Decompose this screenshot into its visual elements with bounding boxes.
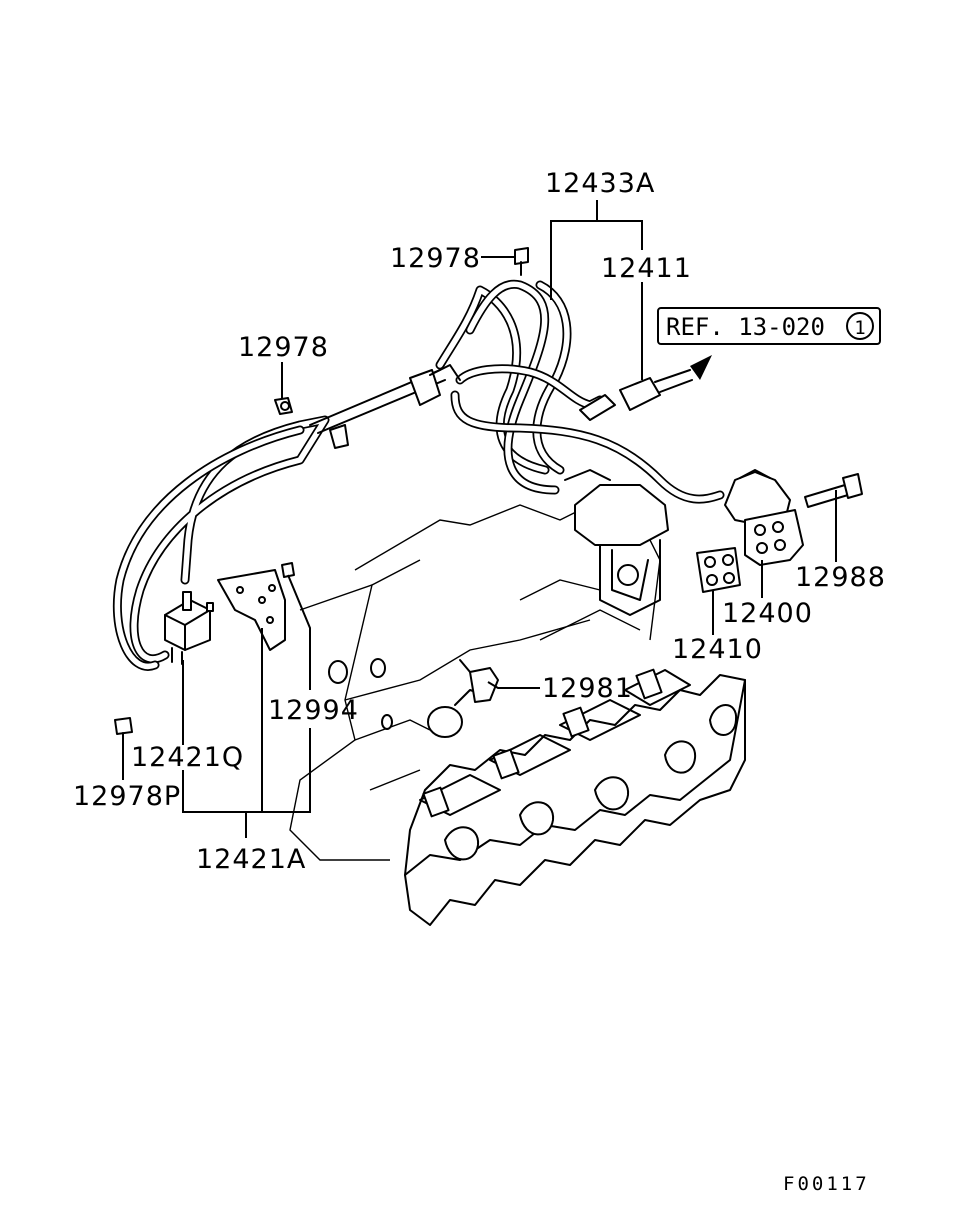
- bolt-12978-left-icon: [274, 397, 293, 415]
- label-12421Q: 12421Q: [131, 742, 244, 773]
- vacuum-hoses: [112, 279, 725, 671]
- figure-code: F00117: [783, 1173, 870, 1195]
- label-12981: 12981: [542, 673, 633, 704]
- label-12978P: 12978P: [73, 781, 181, 812]
- reference-box: REF. 13-020 1: [657, 307, 881, 345]
- nut-12994-icon: [281, 562, 295, 578]
- intake-manifold-drawing: [289, 469, 746, 926]
- label-12988: 12988: [795, 562, 886, 593]
- reference-text: REF. 13-020: [666, 313, 825, 341]
- label-12994: 12994: [268, 695, 359, 726]
- hose-fitting-icon: [579, 355, 712, 421]
- label-12411: 12411: [601, 253, 692, 284]
- label-12433A: 12433A: [545, 168, 655, 199]
- injector-icon: [422, 668, 663, 818]
- label-12400: 12400: [722, 598, 813, 629]
- mounting-bracket-icon: [217, 569, 286, 651]
- bolt-12978-top-icon: [514, 247, 529, 276]
- leader-lines: [122, 200, 837, 838]
- reference-circle-number: 1: [854, 317, 865, 339]
- part-labels: 12433A 12978 12411 12978 12988 12400 124…: [73, 168, 886, 875]
- fuel-pressure-regulator-icon: [427, 659, 499, 738]
- bolt-icon: [804, 473, 863, 508]
- label-12421A: 12421A: [196, 844, 306, 875]
- egr-valve-icon: [724, 469, 804, 566]
- label-12978-top: 12978: [390, 243, 481, 274]
- label-12978-left: 12978: [238, 332, 329, 363]
- egr-gasket-icon: [696, 547, 741, 593]
- solenoid-valve-icon: [164, 591, 214, 665]
- label-12410: 12410: [672, 634, 763, 665]
- bolt-12978P-icon: [114, 717, 133, 746]
